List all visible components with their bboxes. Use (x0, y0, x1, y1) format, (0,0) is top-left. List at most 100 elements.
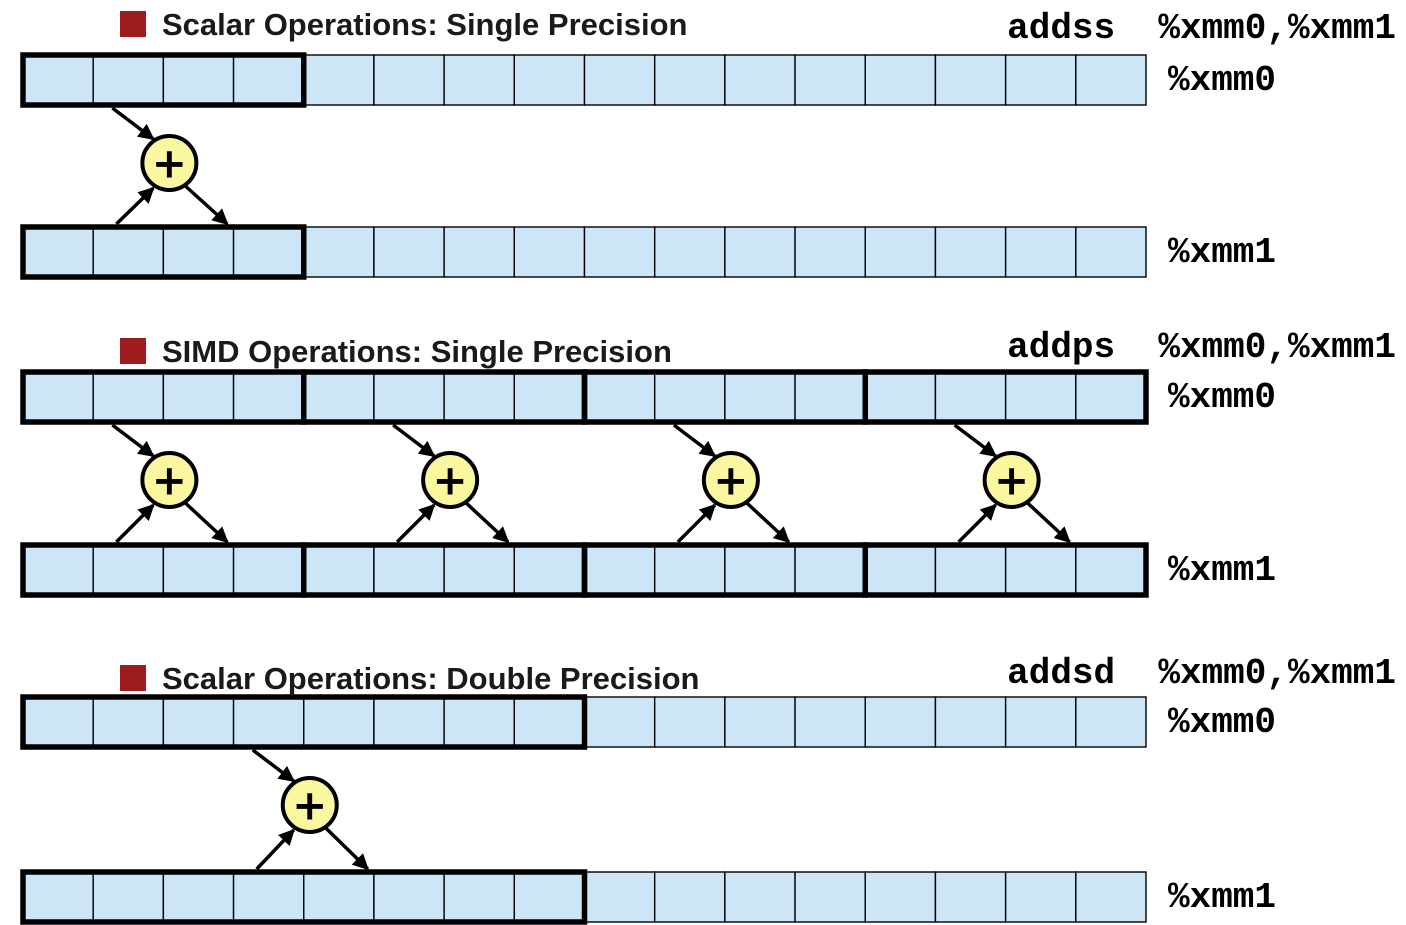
bullet-square-icon (120, 338, 146, 364)
dataflow-arrow (251, 748, 296, 783)
register-label-xmm1: %xmm1 (1168, 876, 1277, 918)
register-cell (513, 371, 586, 423)
register-cell (864, 544, 937, 596)
register-cell (443, 544, 516, 596)
register-cell (794, 371, 866, 423)
register-cell (162, 696, 235, 748)
register-cell (513, 226, 586, 278)
instruction-label-addps: addps %xmm0,%xmm1 (1007, 327, 1396, 368)
register-cell (303, 544, 375, 596)
register-cell (232, 544, 305, 596)
register-cell (934, 696, 1007, 748)
register-cell (303, 871, 375, 923)
operand-group-outline (862, 369, 1149, 425)
dataflow-arrow (115, 186, 155, 226)
register-cell (443, 371, 516, 423)
register-cell (653, 226, 726, 278)
register-cell (653, 696, 726, 748)
register-label-xmm0: %xmm0 (1168, 701, 1277, 743)
register-cell (583, 696, 656, 748)
section-title: SIMD Operations: Single Precision (162, 334, 672, 369)
dataflow-arrow (957, 503, 997, 544)
section-header-scalar-double: Scalar Operations: Double Precision (120, 660, 700, 698)
register-cell (653, 544, 726, 596)
register-cell (1075, 54, 1147, 106)
register-cell (22, 544, 94, 596)
plus-operator: + (713, 456, 748, 505)
register-cell (1075, 544, 1147, 596)
register-cell (443, 696, 516, 748)
register-cell (162, 871, 235, 923)
add-operator-circle (140, 451, 199, 509)
register-cell (724, 54, 796, 106)
plus-operator: + (292, 781, 327, 830)
register-cell (92, 371, 165, 423)
add-operator-circle (982, 451, 1041, 509)
section-title: Scalar Operations: Single Precision (162, 7, 688, 42)
register-cell (864, 226, 937, 278)
register-cell (22, 371, 94, 423)
dataflow-arrow (111, 106, 155, 141)
register-cell (92, 226, 165, 278)
register-cell (1004, 544, 1077, 596)
register-cell (794, 54, 866, 106)
register-cell (22, 696, 94, 748)
register-cell (232, 696, 305, 748)
register-cell (92, 696, 165, 748)
register-cell (232, 226, 305, 278)
register-cell (653, 371, 726, 423)
register-cell (934, 226, 1007, 278)
register-cell (794, 544, 866, 596)
register-cell (443, 54, 516, 106)
register-cell (22, 54, 94, 106)
dataflow-arrow (953, 423, 997, 458)
bullet-square-icon (120, 11, 146, 37)
register-cell (934, 871, 1007, 923)
dataflow-arrow (184, 184, 229, 226)
dataflow-arrow (745, 501, 791, 544)
register-cell (162, 544, 235, 596)
register-cell (303, 54, 375, 106)
section-title: Scalar Operations: Double Precision (162, 661, 700, 696)
register-cell (583, 544, 656, 596)
register-cell (92, 54, 165, 106)
register-cell (583, 54, 656, 106)
register-cell (373, 544, 445, 596)
dataflow-arrow (255, 828, 296, 871)
register-cell (1075, 871, 1147, 923)
operand-group-outline (862, 542, 1149, 598)
dataflow-arrow (392, 423, 436, 458)
operand-group-outline (20, 224, 307, 280)
register-cell (373, 696, 445, 748)
register-cell (1004, 696, 1077, 748)
register-cell (513, 54, 586, 106)
register-cell (232, 54, 305, 106)
register-cell (794, 696, 866, 748)
register-cell (1075, 696, 1147, 748)
operand-group-outline (20, 52, 307, 108)
register-cell (1004, 871, 1077, 923)
register-cell (724, 871, 796, 923)
register-cell (373, 226, 445, 278)
register-cell (794, 226, 866, 278)
register-cell (583, 871, 656, 923)
register-label-xmm1: %xmm1 (1168, 549, 1277, 591)
dataflow-arrow (111, 423, 155, 458)
section-header-scalar-single: Scalar Operations: Single Precision (120, 6, 687, 44)
add-operator-circle (701, 451, 760, 509)
instruction-label-addsd: addsd %xmm0,%xmm1 (1007, 653, 1396, 694)
register-cell (162, 54, 235, 106)
register-cell (232, 371, 305, 423)
register-cell (583, 371, 656, 423)
register-cell (162, 226, 235, 278)
register-cell (22, 871, 94, 923)
section-header-simd-single: SIMD Operations: Single Precision (120, 333, 672, 371)
add-operator-circle (140, 134, 199, 192)
register-cell (92, 544, 165, 596)
register-cell (303, 371, 375, 423)
instruction-label-addss: addss %xmm0,%xmm1 (1007, 8, 1396, 49)
register-cell (513, 871, 586, 923)
register-cell (724, 696, 796, 748)
